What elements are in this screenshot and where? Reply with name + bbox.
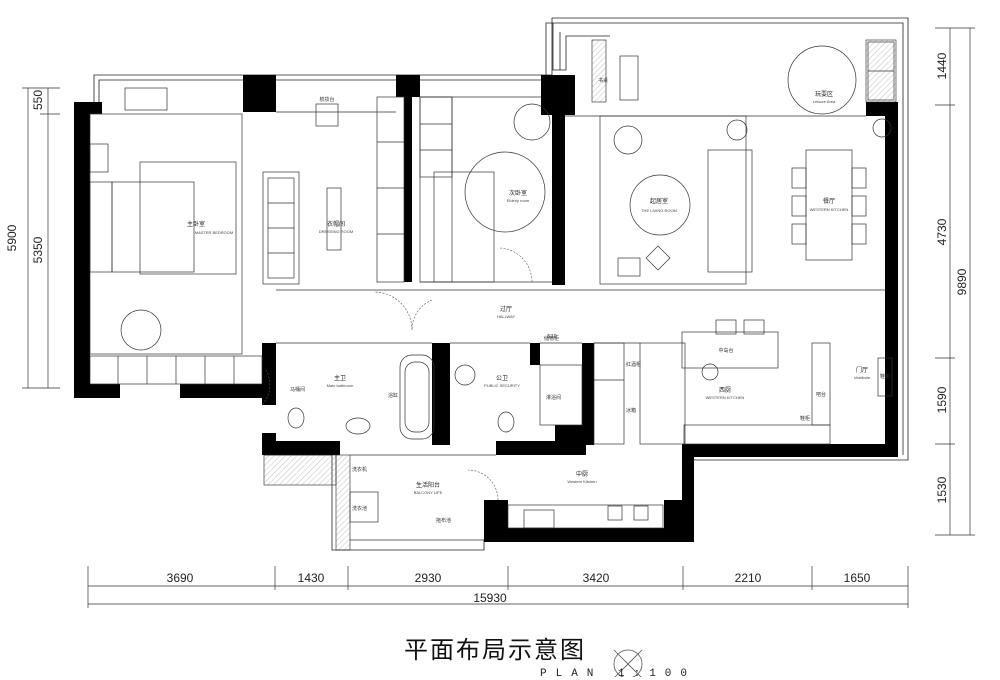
dim-left-2: 5900 xyxy=(5,224,19,251)
living-room-en: THE LIVING ROOM xyxy=(641,208,677,213)
furniture xyxy=(89,45,893,529)
shower-label: 淋浴间 xyxy=(546,394,561,401)
dim-left-1: 550 xyxy=(31,90,45,110)
elderly-room-en: Elderly room xyxy=(507,198,530,203)
play-area-en: Leisure Area xyxy=(813,99,836,104)
fixture-labels: 浴缸 马桶间 淋浴间 洗衣机 洗衣池 拖布池 红酒柜 冰箱 鞋柜 储物柜 吧台 … xyxy=(290,77,890,524)
bathtub-label: 浴缸 xyxy=(388,392,398,399)
island-cn: 中岛台 xyxy=(718,347,733,354)
cabinet-label: 储物柜 xyxy=(544,335,559,342)
walls xyxy=(74,75,898,542)
dim-bottom-4: 3420 xyxy=(583,571,610,585)
bar-label: 吧台 xyxy=(816,391,826,398)
dressing-table-cn: 梳妆台 xyxy=(319,96,334,103)
dim-bottom-6: 1650 xyxy=(844,571,871,585)
hatched-walls xyxy=(263,39,897,551)
dim-bottom-1: 3690 xyxy=(167,571,194,585)
mop-pool-label: 拖布池 xyxy=(436,517,451,524)
western-kitchen-en: WESTERN KITCHEN xyxy=(706,395,745,400)
dimension-lines xyxy=(22,27,975,608)
sink-label: 洗衣池 xyxy=(352,505,367,512)
compass-icon xyxy=(613,649,643,677)
dim-bath-width: 520 xyxy=(547,334,557,340)
scale-label: PLAN 1:100 xyxy=(540,668,697,680)
dining-room-cn: 餐厅 xyxy=(823,197,835,205)
balcony-en: BALCONY LIFE xyxy=(414,490,443,495)
dim-bottom-3: 2930 xyxy=(415,571,442,585)
dim-bottom-2: 1430 xyxy=(298,571,325,585)
balcony-cn: 生活阳台 xyxy=(416,481,440,489)
dim-left-3: 5350 xyxy=(31,236,45,263)
cabinets xyxy=(89,41,895,445)
dim-right-5: 1530 xyxy=(935,476,949,503)
master-bedroom-cn: 主卧室 xyxy=(187,220,205,228)
washing-machine-label: 洗衣机 xyxy=(352,466,367,473)
exterior-outline xyxy=(93,17,909,551)
toilet-label: 马桶间 xyxy=(290,386,305,393)
shoe-cabinet-label: 鞋柜 xyxy=(800,415,810,422)
dim-total: 15930 xyxy=(473,591,507,605)
hallway-en: HALLWAY xyxy=(497,314,516,319)
room-labels: 主卧室 MASTER BEDROOM 衣帽间 DRESSING ROOM 梳妆台… xyxy=(187,91,871,495)
play-area-cn: 玩耍区 xyxy=(815,91,833,98)
fridge-label: 冰箱 xyxy=(626,407,636,414)
shoe-cabinet-2-label: 鞋柜 xyxy=(880,373,890,380)
master-bath-en: Main bathroom xyxy=(327,383,354,388)
elderly-room-cn: 次卧室 xyxy=(509,189,527,197)
master-bath-cn: 主卫 xyxy=(334,374,346,382)
interior-lines xyxy=(89,96,885,541)
dim-right-4: 1590 xyxy=(935,386,949,413)
closet-cn: 衣帽间 xyxy=(327,220,345,228)
dim-right-1: 1440 xyxy=(935,52,949,79)
public-bath-cn: 公卫 xyxy=(496,375,508,382)
desk-label: 书桌 xyxy=(598,77,608,84)
dim-right-2: 4730 xyxy=(935,218,949,245)
dining-room-en: WESTERN KITCHEN xyxy=(810,207,849,212)
page-title: 平面布局示意图 xyxy=(404,636,586,664)
living-room-cn: 起居室 xyxy=(650,197,668,205)
dimension-texts: 3690 1430 2930 3420 2210 1650 15930 550 … xyxy=(5,52,969,605)
foyer-en: Vestibule xyxy=(854,375,871,380)
closet-en: DRESSING ROOM xyxy=(319,229,353,234)
hallway-cn: 过厅 xyxy=(500,305,512,313)
chinese-kitchen-cn: 中厨 xyxy=(576,470,588,478)
public-bath-en: PUBLIC SECURITY xyxy=(484,383,520,388)
doors xyxy=(261,247,533,501)
dim-bottom-5: 2210 xyxy=(735,571,762,585)
western-kitchen-cn: 西厨 xyxy=(719,387,731,394)
wine-cabinet-label: 红酒柜 xyxy=(626,361,641,368)
foyer-cn: 门厅 xyxy=(856,366,868,374)
chinese-kitchen-en: Western Kitchen xyxy=(567,479,596,484)
dim-right-3: 9890 xyxy=(955,268,969,295)
master-bedroom-en: MASTER BEDROOM xyxy=(195,230,233,235)
